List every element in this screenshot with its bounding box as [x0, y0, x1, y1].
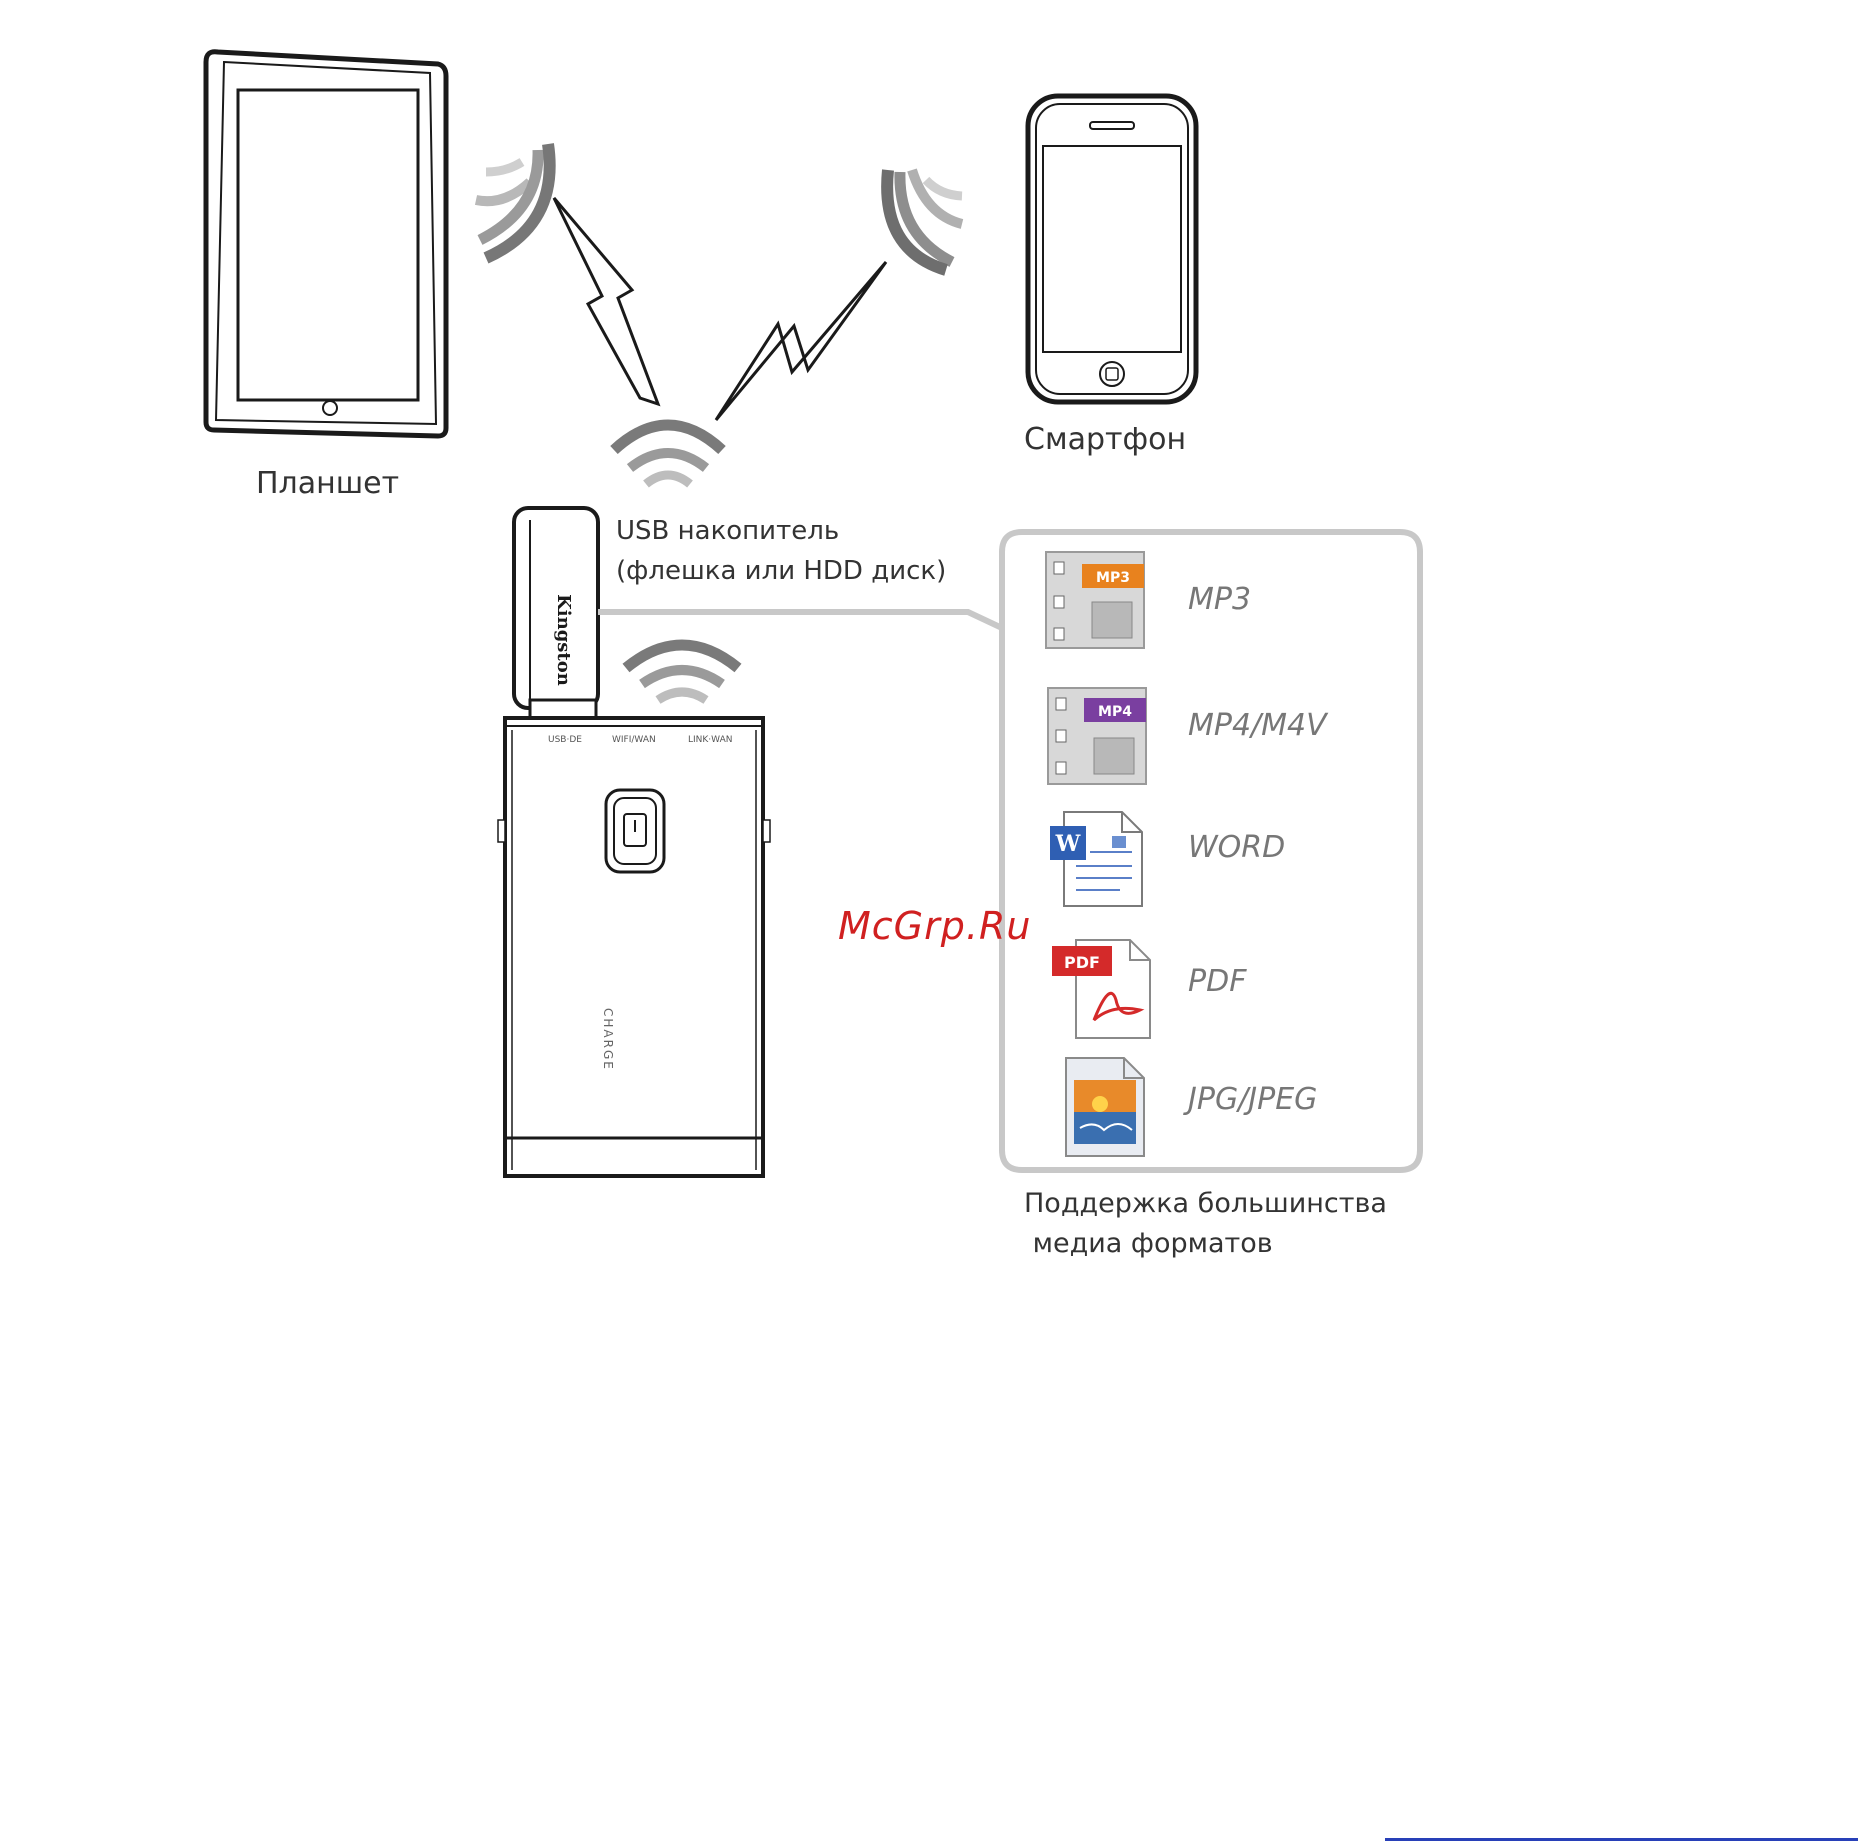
usb-drive-icon: Kingston: [514, 508, 598, 722]
usb-label-line1: USB накопитель: [616, 516, 839, 546]
formats-caption-line2: медиа форматов: [1024, 1228, 1273, 1259]
word-document-icon: W: [1050, 812, 1142, 906]
wireless-reader-device: USB·DE WIFI/WAN LINK·WAN CHARGE: [498, 718, 770, 1176]
format-label-mp3: MP3: [1188, 582, 1251, 617]
usb-top-wireless-waves: [614, 425, 722, 484]
svg-text:CHARGE: CHARGE: [601, 1008, 615, 1071]
usb-label-line2: (флешка или HDD диск): [616, 556, 946, 586]
svg-text:LINK·WAN: LINK·WAN: [688, 735, 732, 745]
format-label-word: WORD: [1188, 830, 1285, 865]
format-label-pdf: PDF: [1188, 964, 1246, 999]
smartphone-wireless-waves: [887, 170, 962, 270]
tablet-wireless-waves: [476, 144, 550, 258]
tablet-label: Планшет: [256, 466, 399, 501]
svg-text:USB·DE: USB·DE: [548, 735, 582, 745]
lightning-bolt-left: [554, 198, 658, 404]
jpeg-image-icon: [1066, 1058, 1144, 1156]
svg-text:WIFI/WAN: WIFI/WAN: [612, 735, 656, 745]
mp4-file-icon: MP4: [1048, 688, 1146, 784]
svg-text:MP3: MP3: [1096, 570, 1130, 586]
lightning-bolt-right: [716, 262, 886, 420]
pdf-document-icon: PDF: [1052, 940, 1150, 1038]
smartphone-label: Смартфон: [1024, 422, 1186, 457]
watermark: McGrp.Ru: [838, 904, 1031, 948]
mp3-file-icon: MP3: [1046, 552, 1144, 648]
router-wireless-waves: [626, 645, 738, 700]
formats-caption-line1: Поддержка большинства: [1024, 1188, 1387, 1219]
svg-text:MP4: MP4: [1098, 704, 1132, 720]
tablet-icon: [206, 52, 446, 436]
svg-text:Kingston: Kingston: [553, 594, 574, 686]
format-label-jpg-jpeg: JPG/JPEG: [1188, 1082, 1317, 1117]
svg-text:PDF: PDF: [1064, 953, 1100, 972]
svg-text:W: W: [1055, 831, 1081, 857]
smartphone-icon: [1028, 96, 1196, 402]
bottom-divider: [1385, 1838, 1858, 1841]
format-label-mp4-m4v: MP4/M4V: [1188, 708, 1327, 743]
